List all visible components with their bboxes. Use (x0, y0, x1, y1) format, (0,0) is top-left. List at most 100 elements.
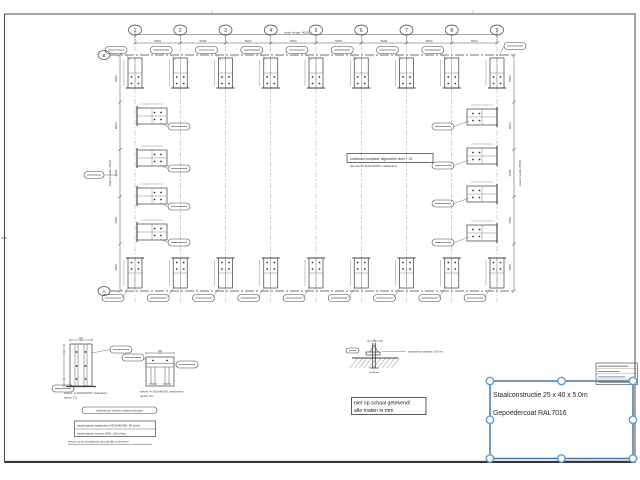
bolt-dot (356, 268, 359, 270)
dim-bay: 5000 (508, 264, 512, 271)
anchor-totals: totaal aantal moeren M20: 224 stuks (77, 432, 126, 436)
bolt-dot (409, 76, 411, 78)
annotation-text-line1: Staalconstructie 25 x 40 x 5.0m (493, 392, 588, 399)
bolt-dot (75, 378, 78, 380)
callout-leader (159, 202, 169, 207)
bolt-dot (266, 268, 269, 270)
anchor-banner-oval (81, 406, 158, 414)
bolt-dot (402, 261, 404, 264)
scale-note-box (351, 397, 427, 415)
callout-leader (69, 382, 75, 389)
dim-bay: 5000 (290, 39, 297, 43)
dim-bay: 5000 (114, 217, 118, 224)
bolt-dot (478, 235, 481, 238)
row-bubble-letter: A (102, 289, 106, 294)
bolt-dot (472, 196, 474, 199)
dim-total-length: totale lengte: 40000 (284, 30, 311, 34)
callout-oval (282, 294, 306, 302)
callout-leader (453, 197, 470, 204)
selection-handle-se[interactable] (628, 454, 638, 463)
bolt-dot (472, 189, 474, 192)
annotation-text-line2: Gepoedercoat RAL7016 (493, 410, 567, 417)
dim-tick (404, 41, 409, 45)
bolt-dot (318, 261, 321, 264)
dim-tick (512, 53, 516, 57)
dim-bay: 5000 (381, 39, 388, 43)
callout-oval (421, 46, 445, 54)
selection-handle-sw[interactable] (485, 454, 495, 463)
callout-leader (173, 364, 177, 367)
dim-bay: 5000 (508, 169, 512, 176)
anchor-totals: totaal aantal haakankers M20x400/50: 80 … (77, 424, 140, 428)
bolt-dot (356, 76, 359, 78)
dim-bay: 5000 (508, 122, 512, 129)
bolt-dot (472, 151, 474, 154)
callout-leader (302, 286, 311, 299)
callout-oval (149, 46, 173, 54)
callout-oval (237, 294, 261, 302)
bolt-dot (182, 268, 185, 270)
dim-tick (495, 41, 499, 45)
bolt-dot (228, 76, 230, 78)
callout-oval (330, 46, 354, 54)
callout-oval (192, 294, 215, 302)
row-bubble-bottom (97, 286, 111, 296)
bolt-dot (454, 261, 457, 264)
callout-oval (240, 46, 264, 54)
hatch-line (368, 357, 377, 369)
selection-handle-nw[interactable] (485, 376, 495, 386)
pour-note: aanstorting voetplaat ± 50 mm (408, 350, 443, 354)
selection-handle-ne[interactable] (628, 376, 638, 386)
selection-handle-s[interactable] (557, 454, 566, 463)
bolt-dot (153, 198, 156, 201)
grid-bubble-number: 3 (224, 28, 227, 34)
dim-bay: 5000 (335, 39, 342, 43)
grid-bubble-number: 6 (360, 28, 363, 34)
bolt-dot (160, 227, 162, 230)
bolt-dot (447, 268, 450, 270)
bolt-dot (478, 228, 481, 231)
bolt-dot (152, 359, 154, 362)
anchor-plate (365, 351, 381, 356)
scale-note-line: niet op schaal getekend! (354, 401, 410, 407)
bolt-dot (84, 365, 87, 367)
bolt-dot (499, 76, 502, 78)
bolt-dot (478, 151, 481, 154)
detail-dim: 200 (158, 351, 163, 353)
bolt-dot (363, 268, 366, 270)
grid-bubble-number: 8 (450, 28, 453, 34)
callout-oval (418, 294, 442, 302)
bolt-dot (454, 82, 457, 85)
bolt-dot (130, 268, 133, 270)
bolt-dot (363, 82, 366, 85)
callout-leader (393, 286, 401, 299)
bolt-dot (153, 118, 156, 121)
callout-leader (498, 45, 505, 57)
bolt-dot (363, 261, 366, 264)
bolt-dot (266, 261, 269, 264)
bolt-dot (160, 234, 162, 237)
bolt-dot (221, 261, 223, 264)
bolt-dot (447, 261, 450, 264)
dim-bay: 5000 (471, 39, 478, 43)
bolt-dot (266, 76, 269, 78)
callout-leader (124, 53, 131, 61)
selection-handle-w[interactable] (485, 415, 495, 425)
selection-handle-e[interactable] (628, 415, 638, 425)
zone-mark: 1 (472, 10, 474, 14)
bolt-dot (499, 268, 502, 270)
bolt-dot (447, 76, 450, 78)
bolt-dot (472, 119, 474, 122)
bolt-dot (478, 158, 481, 161)
bolt-dot (273, 82, 276, 85)
dim-bay: 5000 (114, 169, 118, 176)
selection-handle-n[interactable] (557, 376, 566, 386)
bolt-dot (273, 261, 276, 264)
bolt-dot (311, 76, 314, 78)
bolt-dot (153, 153, 156, 156)
bolt-dot (318, 76, 321, 78)
dim-tick (314, 41, 318, 45)
line (369, 344, 375, 353)
grid-bubble-number: 9 (496, 28, 499, 34)
